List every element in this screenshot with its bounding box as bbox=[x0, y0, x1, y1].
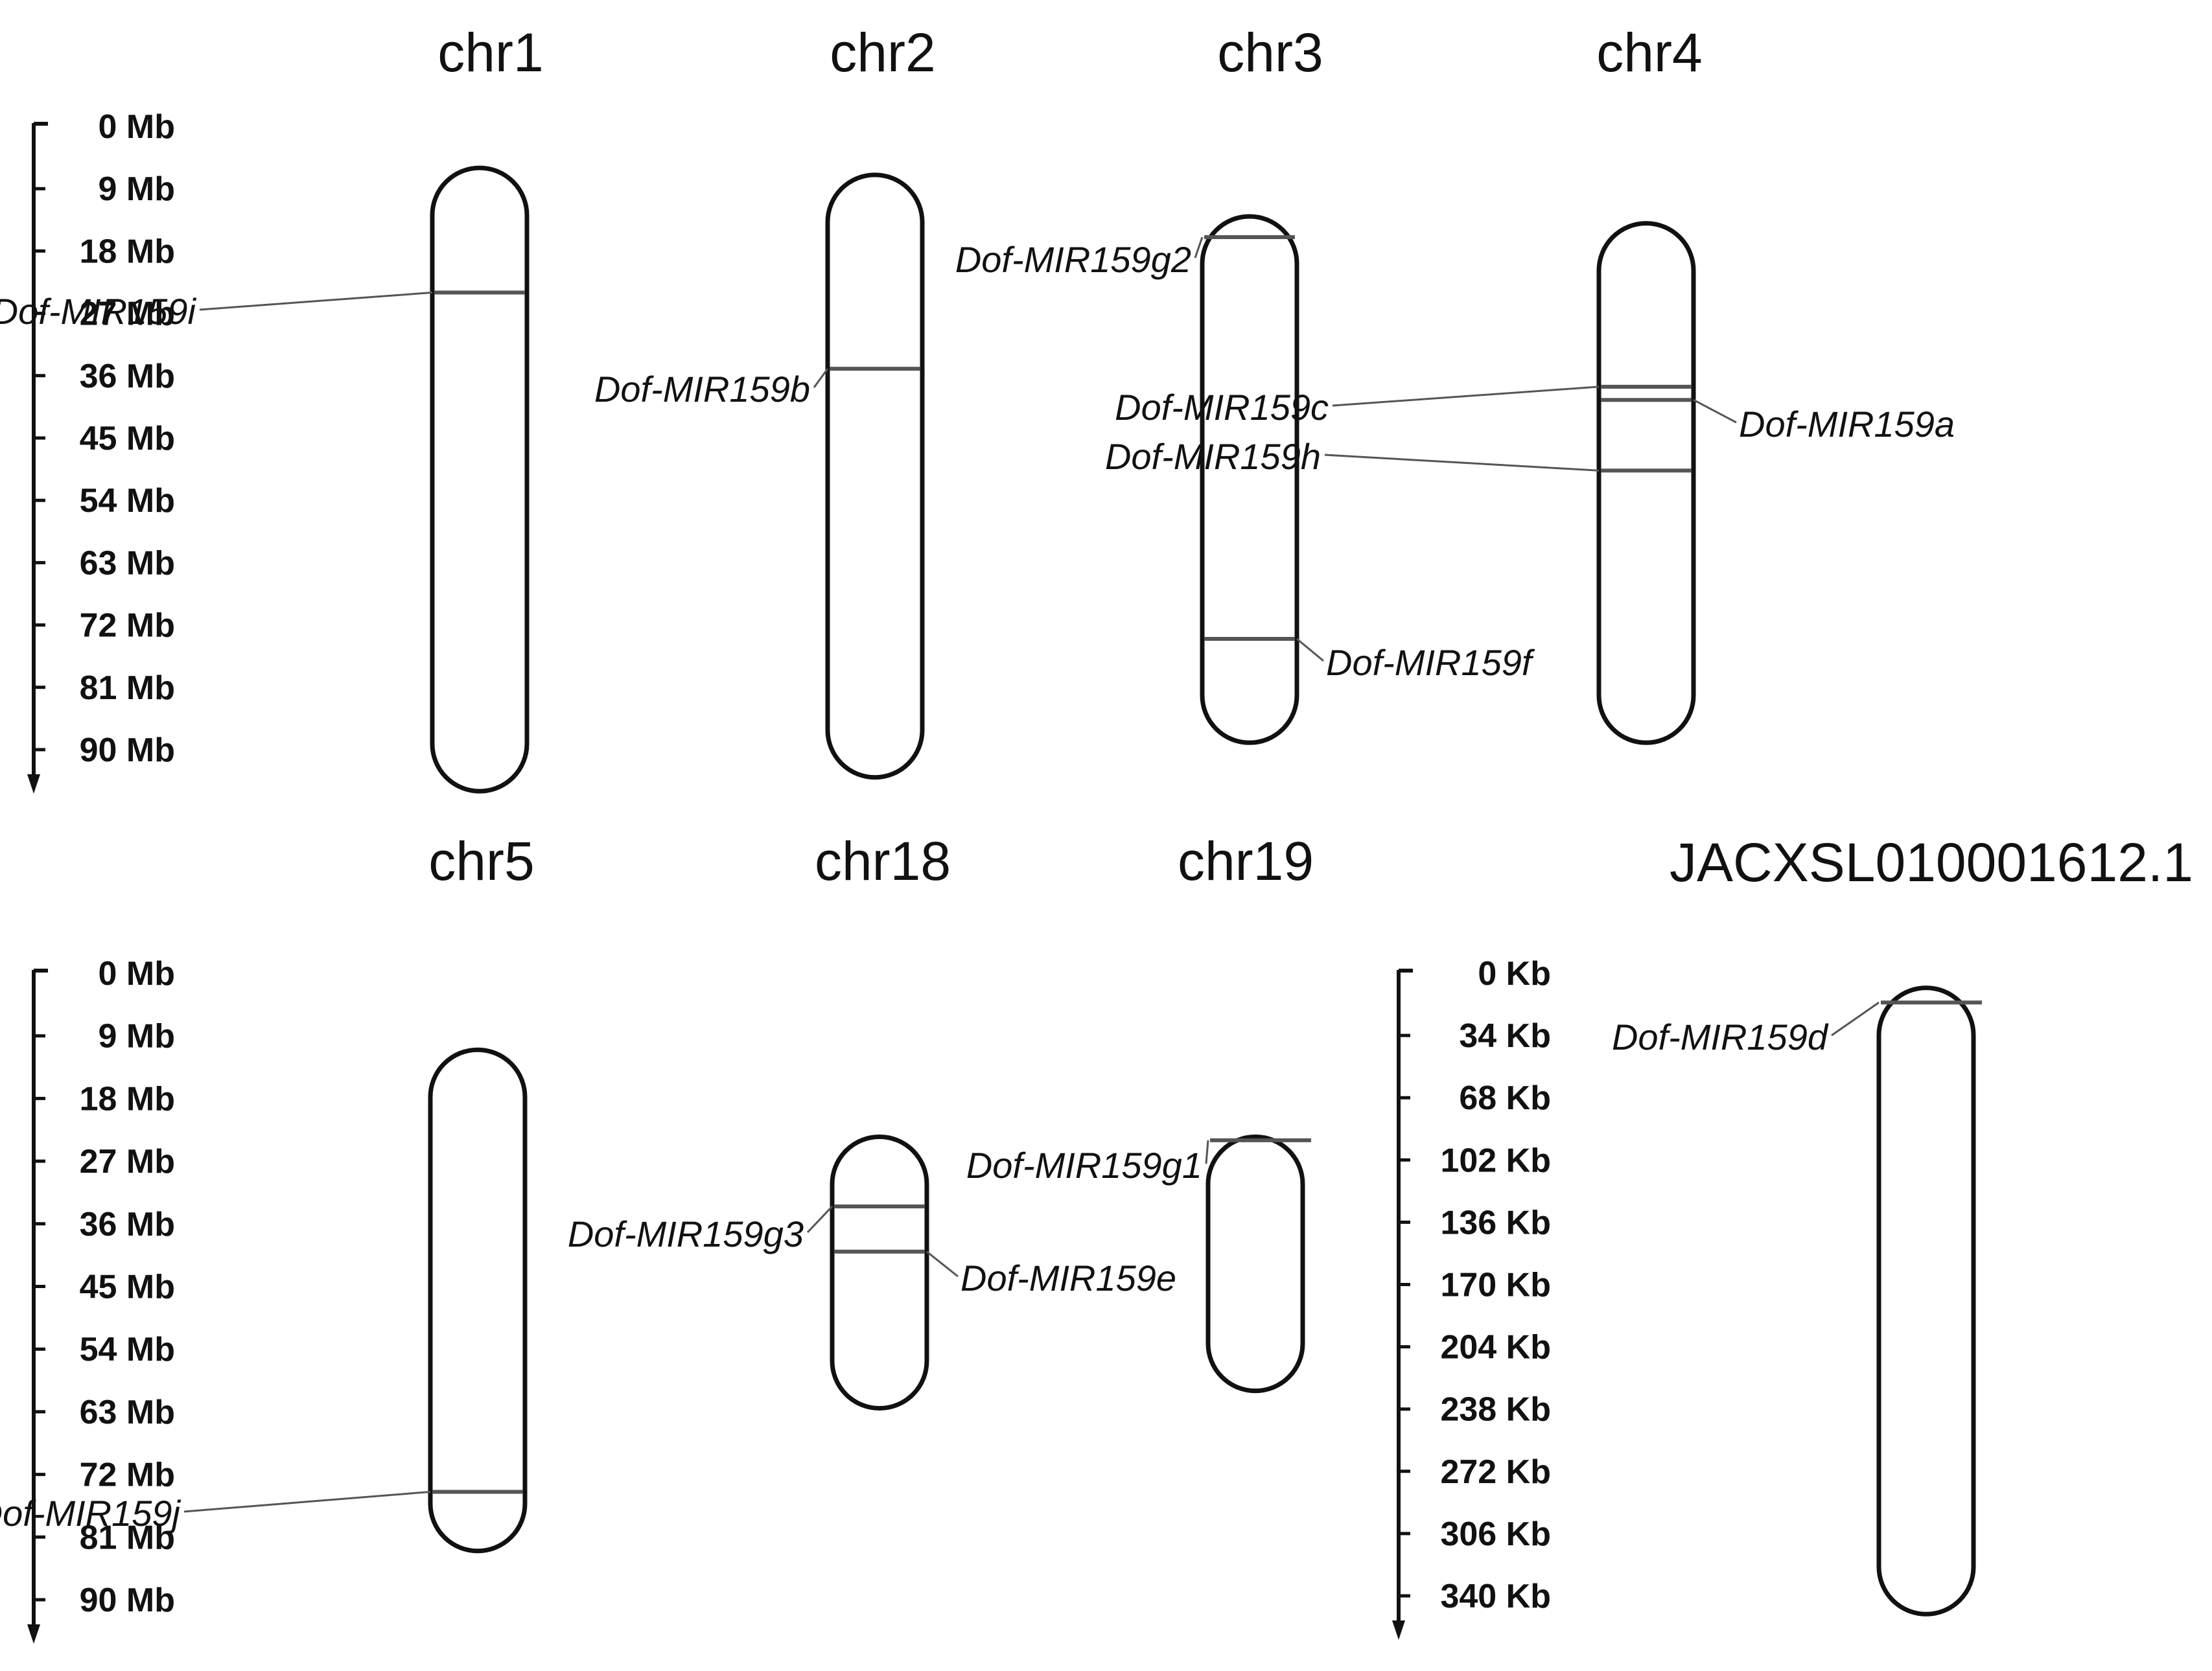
panel-bottom: 0 Mb 9 Mb 18 Mb 27 Mb 36 Mb 45 Mb 54 Mb 63 Mb 72… bbox=[0, 831, 1314, 1644]
chromosome-title: chr1 bbox=[437, 22, 543, 83]
axis-tick-label: 72 Mb bbox=[80, 1457, 175, 1494]
locus-label: Dof-MIR159g3 bbox=[568, 1214, 804, 1254]
chromosome-body bbox=[430, 165, 530, 794]
axis-tick-label: 340 Kb bbox=[1440, 1578, 1551, 1615]
chromosome-body bbox=[1205, 1134, 1305, 1394]
axis-tick-label: 72 Mb bbox=[80, 607, 175, 645]
axis-tick-label: 204 Kb bbox=[1440, 1329, 1551, 1366]
locus-label: Dof-MIR159b bbox=[594, 369, 810, 409]
axis-tick-label: 18 Mb bbox=[80, 1080, 175, 1118]
locus-label: Dof-MIR159g1 bbox=[966, 1145, 1202, 1186]
locus-label: Dof-MIR159f bbox=[1326, 642, 1535, 683]
axis-tick-label: 54 Mb bbox=[80, 482, 175, 520]
panel-contig: 0 Kb 34 Kb 68 Kb 102 Kb 136 Kb 170 Kb 204 Kb 23… bbox=[1392, 832, 2193, 1640]
axis-tick-label: 170 Kb bbox=[1440, 1267, 1551, 1304]
axis-tick-label: 36 Mb bbox=[80, 358, 175, 395]
chromosome-body bbox=[825, 172, 925, 780]
panel-top: 0 Mb 9 Mb 18 Mb 27 Mb 36 Mb 45 Mb 54 Mb 63 Mb 72… bbox=[0, 22, 1955, 794]
chromosome-title: chr2 bbox=[830, 22, 935, 83]
axis-tick-label: 36 Mb bbox=[80, 1206, 175, 1243]
chromosome-title: chr3 bbox=[1217, 22, 1323, 83]
chromosome-title: chr4 bbox=[1596, 22, 1702, 83]
locus-label: Dof-MIR159j bbox=[0, 1493, 181, 1534]
locus-leader-line bbox=[1324, 454, 1600, 472]
axis-tick-label: 54 Mb bbox=[80, 1331, 175, 1368]
chromosome-body bbox=[428, 1047, 528, 1554]
axis-tick-label: 90 Mb bbox=[80, 1582, 175, 1619]
locus-label: Dof-MIR159e bbox=[960, 1258, 1176, 1298]
axis-tick-label: 45 Mb bbox=[80, 1269, 175, 1306]
locus-leader-line bbox=[813, 368, 829, 388]
locus-label: Dof-MIR159i bbox=[0, 291, 197, 332]
locus-leader-line bbox=[199, 292, 433, 311]
axis-tick-label: 136 Kb bbox=[1440, 1204, 1551, 1241]
axis-tick-label: 34 Kb bbox=[1459, 1017, 1551, 1055]
axis-tick-label: 90 Mb bbox=[80, 732, 175, 769]
chromosome-title: chr19 bbox=[1178, 831, 1314, 892]
axis-tick-label: 0 Mb bbox=[99, 955, 175, 993]
locus-leader-line bbox=[1296, 638, 1324, 662]
chromosome-body bbox=[1596, 221, 1696, 745]
chromosome-title: chr5 bbox=[428, 831, 534, 892]
axis-arrow-icon bbox=[1392, 1620, 1405, 1640]
axis-tick-label: 27 Mb bbox=[80, 1143, 175, 1181]
axis-tick-label: 68 Kb bbox=[1459, 1079, 1551, 1117]
axis-tick-label: 45 Mb bbox=[80, 420, 175, 457]
locus-label: Dof-MIR159a bbox=[1739, 404, 1955, 444]
axis-tick-label: 18 Mb bbox=[80, 233, 175, 270]
axis-arrow-icon bbox=[27, 1624, 40, 1644]
chromosome-body bbox=[1876, 985, 1976, 1617]
locus-leader-line bbox=[183, 1490, 431, 1513]
chromosome-body bbox=[1200, 214, 1299, 745]
locus-label: Dof-MIR159d bbox=[1612, 1017, 1829, 1057]
axis-tick-label: 0 Mb bbox=[99, 108, 175, 146]
locus-leader-line bbox=[1332, 386, 1600, 407]
axis-tick-label: 63 Mb bbox=[80, 1394, 175, 1431]
axis-tick-label: 81 Mb bbox=[80, 1519, 175, 1556]
locus-leader-line bbox=[806, 1205, 833, 1234]
axis-tick-label: 81 Mb bbox=[80, 669, 175, 707]
axis-tick-label: 9 Mb bbox=[99, 1018, 175, 1055]
axis-tick-label: 27 Mb bbox=[80, 295, 175, 333]
axis-tick-label: 306 Kb bbox=[1440, 1515, 1551, 1553]
locus-leader-line bbox=[1205, 1140, 1209, 1164]
locus-label: Dof-MIR159c bbox=[1115, 387, 1329, 428]
axis-tick-label: 9 Mb bbox=[99, 170, 175, 208]
axis-tick-label: 63 Mb bbox=[80, 544, 175, 582]
locus-leader-line bbox=[1693, 398, 1737, 424]
locus-label: Dof-MIR159g2 bbox=[955, 239, 1191, 280]
axis-tick-label: 272 Kb bbox=[1440, 1453, 1551, 1491]
axis-tick-label: 102 Kb bbox=[1440, 1142, 1551, 1179]
locus-leader-line bbox=[926, 1250, 959, 1278]
axis-tick-label: 0 Kb bbox=[1478, 955, 1551, 993]
axis-arrow-icon bbox=[27, 774, 40, 794]
locus-leader-line bbox=[1831, 1001, 1880, 1037]
chromosome-title: JACXSL010001612.1 bbox=[1670, 832, 2193, 893]
locus-leader-line bbox=[1194, 236, 1204, 259]
locus-label: Dof-MIR159h bbox=[1105, 436, 1321, 477]
chromosome-chr5: chr5Dof-MIR159j bbox=[0, 831, 535, 1554]
axis-tick-label: 238 Kb bbox=[1440, 1391, 1551, 1429]
chromosome-body bbox=[830, 1134, 929, 1411]
chromosome-title: chr18 bbox=[815, 831, 951, 892]
